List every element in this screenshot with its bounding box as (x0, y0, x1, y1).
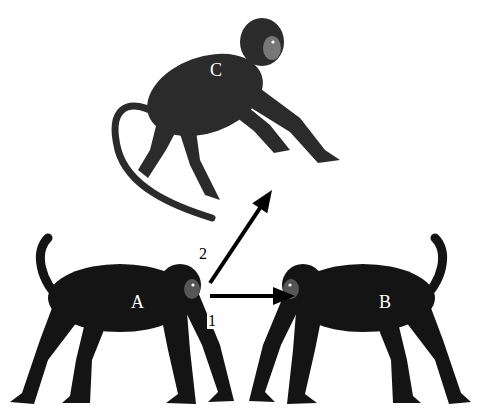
arrow-head (252, 190, 272, 213)
monkey-b (249, 238, 471, 404)
monkey-a (10, 238, 234, 404)
monkey-node: B (295, 235, 480, 405)
arrow-connector (210, 190, 272, 283)
arrow-number: 1 (207, 312, 217, 329)
arrow-head (273, 287, 295, 305)
monkey-letter: C (210, 60, 222, 80)
monkey-letter: A (131, 292, 144, 312)
monkey-c (115, 18, 340, 218)
monkey-letter: B (379, 292, 391, 312)
arrow-connector (210, 287, 295, 305)
monkey-node: C (120, 5, 345, 190)
arrow-line (210, 294, 275, 298)
monkey-node: A (10, 235, 210, 405)
arrow-number: 2 (198, 245, 208, 262)
arrow-line (210, 207, 261, 283)
